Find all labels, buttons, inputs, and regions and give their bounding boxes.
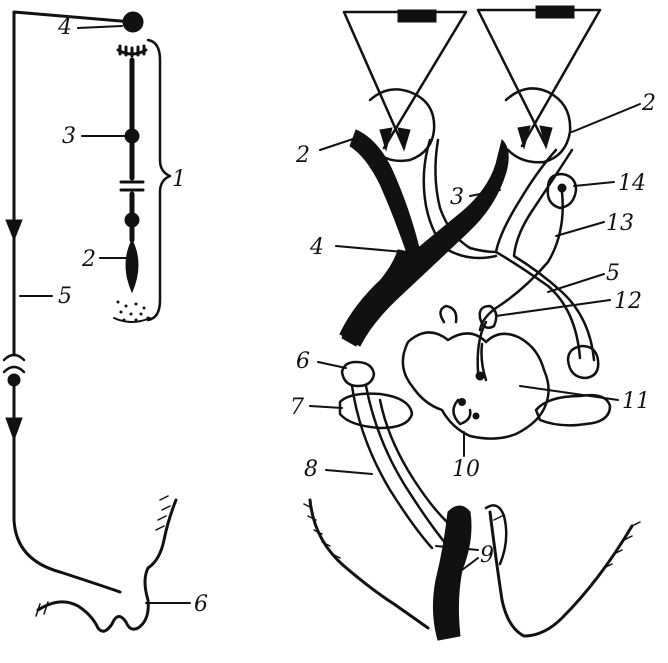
leader-r-2b	[572, 104, 640, 132]
fiber-break-mark	[4, 355, 24, 372]
label-left-3: 3	[62, 124, 76, 149]
label-right-8: 8	[304, 457, 318, 482]
leader-r-7	[310, 406, 342, 408]
fiber-arrow-upper	[6, 220, 22, 240]
long-fiber-path	[14, 12, 132, 355]
eye-right	[506, 88, 570, 162]
nucleus-dot-b	[459, 399, 466, 406]
nucleus-dot-a	[476, 372, 484, 380]
label-right-7: 7	[290, 395, 304, 420]
left-panel: 4 3 1 2 5 6	[4, 12, 208, 631]
label-right-4: 4	[309, 235, 324, 260]
lateral-geniculate-6	[342, 362, 374, 386]
leader-r-13	[556, 222, 604, 236]
label-right-2-left: 2	[295, 143, 310, 168]
leader-r-5	[548, 274, 604, 292]
optic-tract-right-white	[496, 150, 594, 360]
fiber-arrow-lower	[6, 418, 22, 440]
cortex-texture-left	[304, 504, 340, 558]
cell-body-lower	[125, 213, 139, 227]
brace-1	[148, 40, 170, 320]
leader-r-11	[520, 386, 618, 400]
cell-body-4	[123, 12, 143, 32]
lateral-geniculate-right	[568, 346, 598, 378]
label-right-11: 11	[622, 389, 650, 414]
nucleus-dot-c	[473, 413, 479, 419]
label-right-12: 12	[614, 289, 642, 314]
leader-r-8	[326, 470, 372, 474]
visual-field-left	[344, 10, 466, 150]
chiasm-crossing-white	[448, 248, 496, 258]
lower-fiber-path	[14, 386, 120, 592]
label-left-1: 1	[172, 167, 186, 192]
visual-field-right	[478, 6, 600, 148]
label-right-3: 3	[450, 185, 464, 210]
leader-r-12	[496, 300, 610, 316]
label-right-5: 5	[606, 261, 620, 286]
visual-cortex-9	[433, 506, 471, 640]
label-left-5: 5	[58, 284, 72, 309]
midbrain-sulcus	[453, 344, 486, 424]
right-panel: 2 2 3 14 13 4 5 12 6 11 7 10 8 9	[290, 6, 656, 640]
label-left-2: 2	[81, 247, 96, 272]
field-object-right	[536, 6, 574, 18]
leader-4	[78, 26, 122, 28]
label-left-4: 4	[57, 15, 72, 40]
receptor-field	[117, 301, 150, 322]
label-right-9: 9	[480, 543, 494, 568]
leader-r-14	[574, 182, 614, 186]
middle-synapse	[121, 182, 143, 190]
optic-nerve-left-thick	[350, 130, 420, 262]
leader-r-4	[336, 246, 404, 252]
midbrain-outline	[403, 332, 549, 438]
receptor-base	[114, 318, 150, 322]
label-right-6: 6	[296, 349, 310, 374]
cortex-texture-right	[494, 516, 640, 568]
receptor-cell-2	[126, 240, 138, 292]
field-object-left	[398, 10, 436, 22]
label-right-14: 14	[618, 171, 646, 196]
upper-synapse	[118, 46, 146, 56]
cell-body-3	[125, 129, 139, 143]
pretectal-area-12	[440, 306, 496, 328]
fiber-node-lower	[8, 374, 20, 386]
label-right-13: 13	[606, 211, 634, 236]
cortex-texture	[36, 496, 170, 616]
label-right-10: 10	[452, 457, 480, 482]
cortex-outline-left	[38, 500, 176, 631]
leader-r-6	[318, 362, 346, 368]
label-left-6: 6	[194, 592, 208, 617]
occipital-cortex-right	[490, 512, 632, 636]
optic-tract-left-black	[342, 250, 410, 346]
label-right-2-right: 2	[641, 91, 656, 116]
